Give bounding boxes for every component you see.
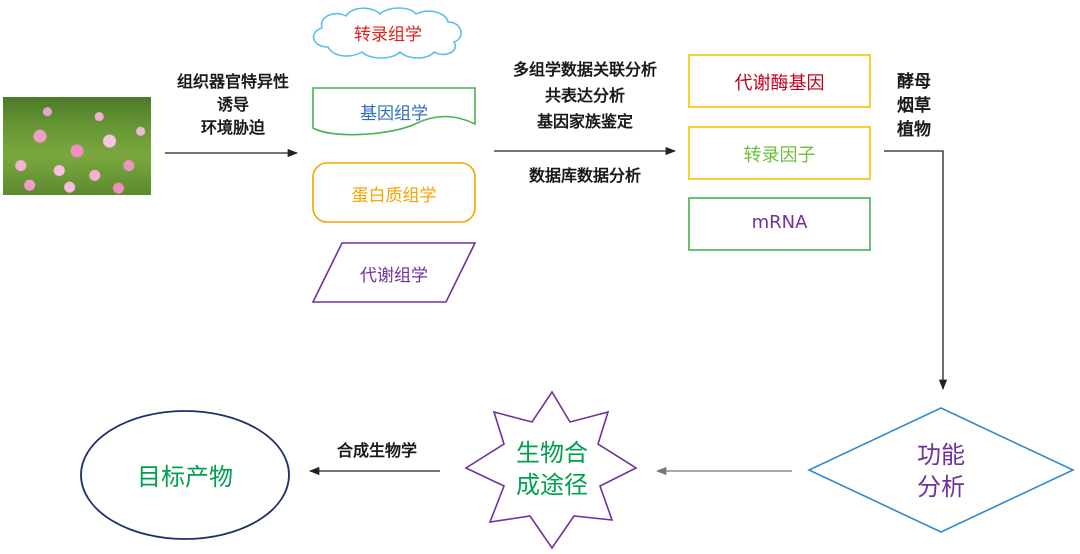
pathway-label-line2: 成途径 bbox=[516, 471, 588, 499]
label-gene-family: 基因家族鉴定 bbox=[536, 112, 633, 131]
pathway-star bbox=[464, 390, 638, 550]
metabolome-parallelogram bbox=[311, 242, 477, 303]
gene-enzyme-label: 代谢酶基因 bbox=[734, 73, 825, 94]
host-plant: 植物 bbox=[897, 120, 931, 140]
host-tobacco: 烟草 bbox=[897, 96, 931, 116]
function-label-line2: 分析 bbox=[917, 473, 965, 501]
target-product-label: 目标产物 bbox=[137, 463, 233, 491]
label-multiomics-analysis: 多组学数据关联分析 bbox=[512, 60, 657, 79]
label-coexpression: 共表达分析 bbox=[544, 86, 625, 105]
cloud-shape bbox=[312, 7, 462, 59]
label-induction: 诱导 bbox=[216, 95, 249, 114]
target-ellipse bbox=[80, 410, 290, 540]
label-synthetic-biology: 合成生物学 bbox=[336, 441, 417, 460]
function-diamond bbox=[807, 407, 1075, 533]
host-yeast: 酵母 bbox=[897, 72, 931, 92]
proteome-box bbox=[312, 162, 476, 223]
gene-tf-label: 转录因子 bbox=[743, 145, 816, 166]
function-label-line1: 功能 bbox=[917, 441, 965, 469]
flower-photo bbox=[3, 97, 151, 195]
gene-box-mrna bbox=[688, 197, 871, 251]
label-database-analysis: 数据库数据分析 bbox=[528, 166, 641, 185]
arrow-genes-to-function bbox=[884, 150, 948, 391]
gene-box-enzyme bbox=[688, 54, 871, 108]
pathway-label-line1: 生物合 bbox=[516, 439, 588, 467]
omics-transcriptome: 转录组学 bbox=[354, 25, 422, 45]
gene-box-tf bbox=[688, 126, 871, 180]
label-organ-specificity: 组织器官特异性 bbox=[176, 72, 289, 91]
banner-shape bbox=[312, 87, 476, 136]
omics-genome: 基因组学 bbox=[360, 104, 428, 124]
omics-proteome: 蛋白质组学 bbox=[351, 186, 437, 206]
label-environmental-stress: 环境胁迫 bbox=[200, 118, 265, 137]
omics-metabolome: 代谢组学 bbox=[360, 266, 428, 286]
gene-mrna-label: mRNA bbox=[751, 212, 808, 233]
